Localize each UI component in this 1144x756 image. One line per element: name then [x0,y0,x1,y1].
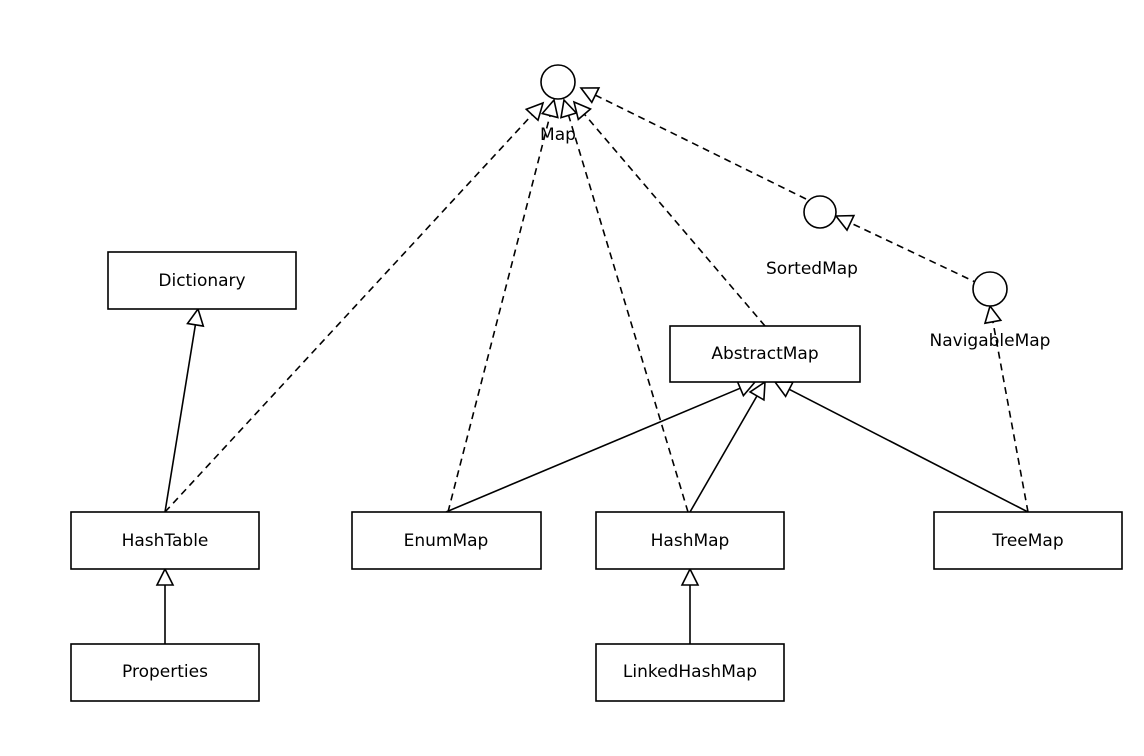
hollow-triangle-arrowhead [572,100,593,121]
generalization-line [445,387,741,513]
edge-enummap-to-map [447,98,559,513]
class-hashtable-label: HashTable [122,531,209,551]
hollow-triangle-arrowhead [579,87,601,104]
hollow-triangle-arrowhead [155,567,175,586]
interface-sortedmap-label: SortedMap [766,259,858,279]
hollow-triangle-arrowhead [834,214,856,232]
class-treemap-label: TreeMap [991,531,1063,551]
class-enummap-box [351,511,542,570]
realization-line [992,321,1029,513]
class-hashtable: HashTable [70,511,260,570]
hollow-triangle-arrowhead [540,98,559,119]
class-abstractmap-label: AbstractMap [711,344,818,364]
edge-linkedhashmap-to-hashmap [680,567,700,644]
generalization-line [689,395,758,513]
class-hashmap: HashMap [595,511,785,570]
interface-sortedmap-circle [803,195,837,229]
class-properties: Properties [70,643,260,702]
class-dictionary: Dictionary [107,251,297,310]
hollow-triangle-arrowhead [186,307,205,328]
hollow-triangle-arrowhead [524,101,545,122]
class-properties-box [70,643,260,702]
edge-hashtable-to-dictionary [164,307,205,513]
interface-navigablemap-label: NavigableMap [930,331,1051,351]
edge-hashmap-to-abstractmap [689,380,766,513]
class-dictionary-label: Dictionary [158,271,245,291]
edge-treemap-to-abstractmap [773,381,1029,513]
hollow-triangle-arrowhead [559,98,578,119]
class-linkedhashmap-box [595,643,785,702]
interface-map: Map [540,64,576,145]
edge-abstractmap-to-map [572,100,766,327]
class-hashtable-box [70,511,260,570]
realization-line [164,114,533,513]
interface-sortedmap: SortedMap [766,195,858,279]
class-linkedhashmap-label: LinkedHashMap [623,662,757,682]
edge-navigablemap-to-sortedmap [834,214,991,290]
class-abstractmap: AbstractMap [669,325,861,383]
class-enummap: EnumMap [351,511,542,570]
edge-properties-to-hashtable [155,567,175,644]
class-treemap-box [933,511,1123,570]
class-hashmap-label: HashMap [651,531,730,551]
realization-line [594,94,807,200]
hollow-triangle-arrowhead [983,304,1003,325]
realization-line [567,115,689,513]
class-hashmap-box [595,511,785,570]
relations-layer [155,87,1029,644]
interface-navigablemap: NavigableMap [930,271,1051,351]
class-treemap: TreeMap [933,511,1123,570]
generalization-line [164,324,197,513]
edge-hashmap-to-map [559,98,689,513]
hollow-triangle-arrowhead [748,380,766,402]
edge-treemap-to-navigablemap [983,304,1029,513]
interface-map-circle [540,64,576,100]
class-dictionary-box [107,251,297,310]
nodes-layer: Map SortedMap NavigableMap Dictionary Ab… [70,64,1123,702]
edge-enummap-to-abstractmap [445,379,757,513]
realization-line [447,115,551,513]
generalization-line [788,388,1029,513]
edge-sortedmap-to-map [579,87,807,200]
class-abstractmap-box [669,325,861,383]
realization-line [583,113,766,327]
class-enummap-label: EnumMap [404,531,489,551]
class-properties-label: Properties [122,662,208,682]
interface-navigablemap-circle [972,271,1008,307]
class-linkedhashmap: LinkedHashMap [595,643,785,702]
realization-line [850,222,991,290]
hollow-triangle-arrowhead [680,567,700,586]
edge-hashtable-to-map [164,101,545,513]
interface-map-label: Map [540,125,576,145]
